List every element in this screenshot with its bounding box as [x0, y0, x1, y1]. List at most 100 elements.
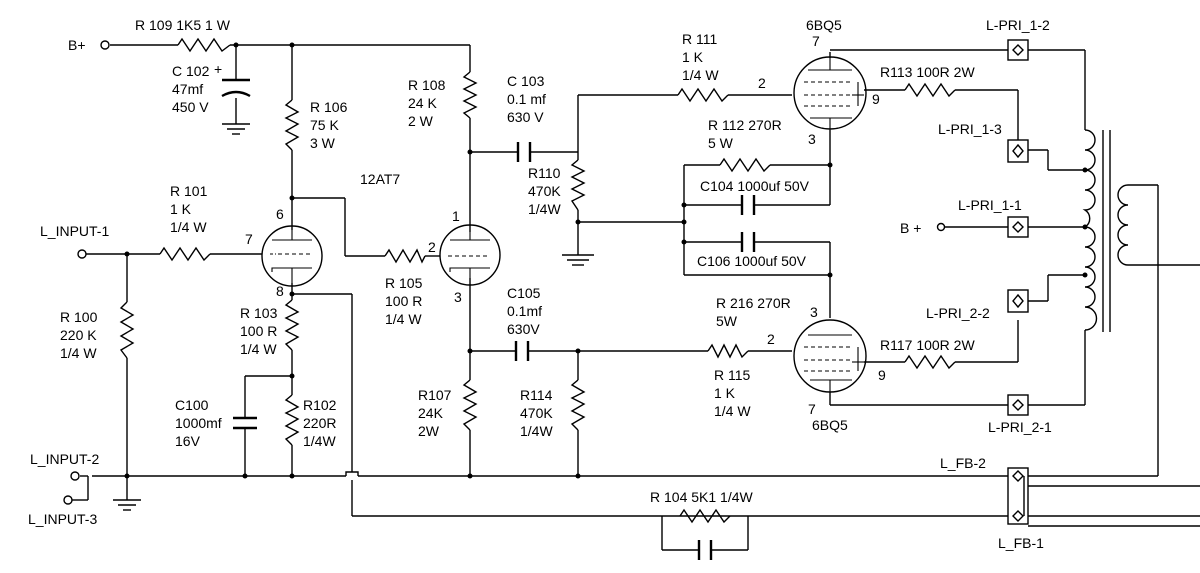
primary-winding-upper	[1082, 129, 1096, 228]
c100-label-2: 1000mf	[175, 415, 222, 431]
r101-label-2: 1 K	[170, 201, 192, 217]
capacitor-c-r104	[697, 540, 713, 560]
bplus-out-label: B +	[900, 220, 921, 236]
c103-label-3: 630 V	[507, 109, 544, 125]
r110-label-2: 470K	[528, 183, 561, 199]
r114-label-3: 1/4W	[520, 423, 553, 439]
l-input-1-label: L_INPUT-1	[40, 223, 109, 239]
tube-12at7-section-b	[439, 224, 501, 286]
connector-l-pri-1-1	[1007, 216, 1029, 238]
resistor-r110	[570, 159, 586, 211]
resistor-r103	[284, 299, 300, 351]
c105-label-1: C105	[507, 285, 541, 301]
r101-label-3: 1/4 W	[170, 219, 207, 235]
connector-l-pri-1-3	[1007, 139, 1029, 163]
capacitor-c104	[740, 195, 756, 215]
c102-label-2: 47mf	[172, 81, 203, 97]
r111-label-3: 1/4 W	[682, 67, 719, 83]
junction-dots	[124, 42, 1088, 479]
r216-label-2: 5W	[716, 313, 738, 329]
l-fb-1-label: L_FB-1	[998, 535, 1044, 551]
r112-label-1: R 112 270R	[708, 117, 782, 133]
c100-label-1: C100	[175, 397, 209, 413]
terminal-bplus-in	[100, 40, 110, 50]
r105-label-2: 100 R	[385, 293, 422, 309]
l-pri-1-3-label: L-PRI_1-3	[938, 121, 1002, 137]
resistors	[119, 37, 956, 524]
resistor-r111	[677, 87, 729, 103]
wires	[72, 44, 1200, 551]
tube-6bq5-top-label: 6BQ5	[806, 17, 842, 33]
capacitor-c102	[221, 78, 251, 98]
terminal-l-input-3	[63, 495, 73, 505]
pin-v1a-cathode: 8	[276, 283, 284, 299]
c100-label-3: 16V	[175, 433, 201, 449]
r102-label-1: R102	[303, 397, 337, 413]
terminal-l-input-1	[77, 249, 87, 259]
r113-label: R113 100R 2W	[880, 64, 975, 80]
pin-numbers: 6 7 8 1 2 3 7 2 9 3 3 2 9 7	[245, 33, 886, 417]
l-input-2-label: L_INPUT-2	[30, 451, 99, 467]
capacitors	[221, 78, 756, 560]
pin-v2-cathode: 3	[808, 131, 816, 147]
resistor-r112	[719, 157, 771, 173]
tube-12at7-section-a	[261, 225, 323, 287]
l-pri-2-1-label: L-PRI_2-1	[988, 419, 1052, 435]
r108-label-3: 2 W	[408, 113, 434, 129]
tube-12at7-label: 12AT7	[360, 171, 400, 187]
r110-label-3: 1/4W	[528, 201, 561, 217]
capacitor-c105	[514, 341, 530, 361]
resistor-r107	[462, 379, 478, 431]
connector-l-fb	[1007, 467, 1029, 525]
r111-label-1: R 111	[682, 31, 717, 47]
r105-label-3: 1/4 W	[385, 311, 422, 327]
resistor-r108	[462, 71, 478, 119]
resistor-r106	[284, 99, 300, 151]
resistor-r102	[284, 394, 300, 446]
resistor-r117	[904, 354, 956, 370]
resistor-r113	[904, 82, 956, 98]
r103-label-3: 1/4 W	[240, 341, 277, 357]
pin-v1a-plate: 6	[276, 206, 284, 222]
r108-label-2: 24 K	[408, 95, 437, 111]
r101-label-1: R 101	[170, 183, 208, 199]
c104-label: C104 1000uf 50V	[700, 178, 810, 194]
l-pri-2-2-label: L-PRI_2-2	[926, 305, 990, 321]
r105-label-1: R 105	[385, 275, 423, 291]
c102-polarity: +	[214, 61, 222, 77]
r100-label-1: R 100	[60, 309, 98, 325]
pin-v3-screen: 9	[878, 367, 886, 383]
pin-v2-plate: 7	[812, 33, 820, 49]
r106-label-1: R 106	[310, 99, 348, 115]
r106-label-2: 75 K	[310, 117, 339, 133]
c102-label-1: C 102	[172, 63, 210, 79]
connector-l-pri-2-2	[1007, 289, 1029, 313]
terminal-bplus-out	[936, 222, 946, 232]
c106-label: C106 1000uf 50V	[697, 253, 807, 269]
pin-v3-cathode: 3	[810, 304, 818, 320]
pin-v1b-plate: 1	[452, 208, 460, 224]
tube-6bq5-bottom-label: 6BQ5	[812, 417, 848, 433]
r100-label-2: 220 K	[60, 327, 97, 343]
r111-label-2: 1 K	[682, 49, 704, 65]
capacitor-c100	[233, 416, 257, 430]
labels: B+ R 109 1K5 1 W + C 102 47mf 450 V R 10…	[28, 17, 1052, 551]
resistor-r109	[177, 37, 231, 53]
pin-v2-grid: 2	[758, 75, 766, 91]
primary-winding-lower	[1084, 226, 1098, 331]
r110-label-1: R110	[528, 165, 561, 181]
l-fb-2-label: L_FB-2	[940, 455, 986, 471]
pin-v1b-cathode: 3	[454, 289, 462, 305]
r102-label-2: 220R	[303, 415, 336, 431]
r107-label-2: 24K	[418, 405, 444, 421]
l-pri-1-1-label: L-PRI_1-1	[958, 197, 1022, 213]
ground-symbols	[113, 123, 594, 511]
l-pri-1-2-label: L-PRI_1-2	[986, 17, 1050, 33]
r106-label-3: 3 W	[310, 135, 336, 151]
resistor-r115	[707, 343, 749, 359]
c103-label-1: C 103	[507, 73, 545, 89]
r103-label-2: 100 R	[240, 323, 277, 339]
connector-l-pri-1-2	[1007, 39, 1029, 61]
terminals	[63, 39, 1029, 525]
